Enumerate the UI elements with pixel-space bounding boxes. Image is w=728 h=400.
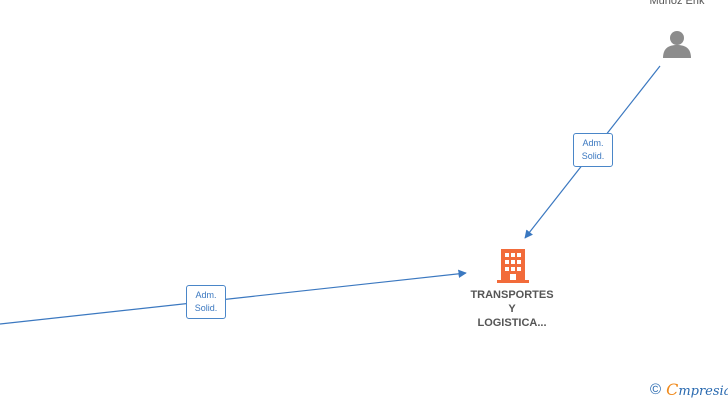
company-name-line: TRANSPORTES — [470, 289, 554, 301]
edge-label-line2: Solid. — [581, 151, 605, 161]
company-name-line: Y — [508, 303, 516, 315]
brand-rest: mpresia — [678, 383, 728, 399]
brand-initial: C — [666, 379, 679, 399]
person-icon[interactable] — [662, 30, 692, 58]
edge-label-line2: Solid. — [194, 303, 218, 313]
edge-label-left-company[interactable]: Adm. Solid. — [186, 285, 226, 319]
edge-label-person-company[interactable]: Adm. Solid. — [573, 133, 613, 167]
company-name-line: LOGISTICA... — [477, 317, 547, 329]
person-name[interactable]: Muñoz Erik — [649, 0, 705, 7]
edge-label-line1: Adm. — [582, 138, 604, 148]
brand-logo: Cmpresia — [666, 380, 728, 399]
brand-footer[interactable]: © Cmpresia — [650, 378, 728, 400]
edge-label-line1: Adm. — [195, 290, 217, 300]
copyright-icon: © — [650, 380, 662, 398]
company-name[interactable]: TRANSPORTES Y LOGISTICA... — [456, 288, 568, 330]
building-icon[interactable] — [497, 249, 529, 283]
edge-left-company-line — [0, 269, 467, 325]
